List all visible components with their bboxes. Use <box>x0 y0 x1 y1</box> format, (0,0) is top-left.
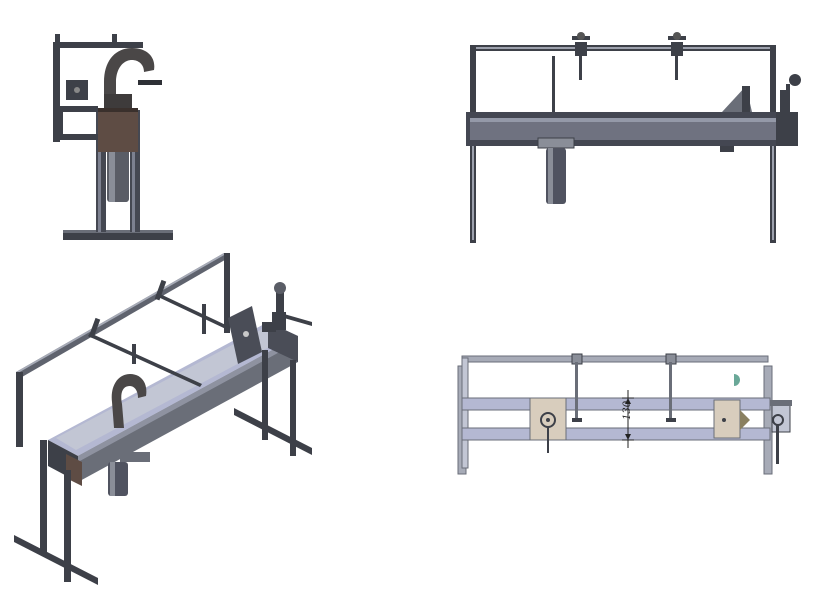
clamp-2 <box>668 32 686 80</box>
foot-front <box>14 535 98 585</box>
hook <box>104 48 155 108</box>
base-foot <box>63 230 173 240</box>
isometric-view <box>14 253 312 585</box>
top-view: 130 <box>457 353 792 475</box>
clamp-1 <box>572 32 590 80</box>
top-rail <box>461 355 769 363</box>
dimension-label: 130 <box>622 400 633 420</box>
leg-right <box>262 350 268 440</box>
hook <box>111 374 147 428</box>
plate-right <box>713 399 741 439</box>
handle-assembly <box>262 282 312 332</box>
indicator <box>734 374 740 386</box>
beam-side <box>78 336 298 482</box>
post-back-left <box>16 372 23 447</box>
handle-knob <box>789 74 801 86</box>
side-view <box>53 34 173 240</box>
handle <box>138 80 162 85</box>
top-rail-back <box>16 253 230 377</box>
end-box <box>776 112 798 146</box>
front-view <box>466 32 801 243</box>
leg-front-left <box>40 440 47 552</box>
mount-bracket <box>537 137 575 149</box>
upper-frame-post <box>53 42 60 142</box>
foot-right <box>234 408 312 455</box>
post-back-right <box>224 253 230 333</box>
beam-section <box>98 108 138 152</box>
